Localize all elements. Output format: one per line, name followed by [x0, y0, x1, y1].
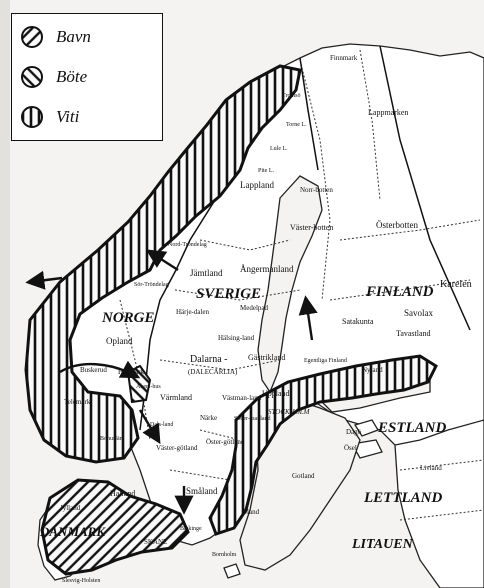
label-ostergotland: Öster-götland [206, 438, 245, 446]
label-harjedalen: Härje-dalen [176, 308, 210, 316]
label-nyland: Nyland [362, 366, 383, 374]
label-tavastland: Tavastland [396, 329, 431, 338]
arrow-vastergotland [138, 409, 161, 445]
label-narke: Närke [200, 414, 217, 422]
viti-region-norway [24, 64, 302, 464]
arrow-buskerud [59, 360, 141, 379]
label-vastergotland: Väster-götland [156, 444, 198, 452]
label-jamtland: Jämtland [190, 268, 223, 278]
label-lulel: Lule L. [270, 146, 288, 152]
label-jylland: Jylland [60, 504, 81, 512]
label-sverige: SVERIGE [196, 286, 261, 302]
label-opland: Opland [106, 336, 133, 346]
viti-region-baltic [208, 354, 438, 536]
label-halland: Halland [110, 489, 135, 498]
land-dago [353, 419, 379, 437]
label-finnmark: Finnmark [330, 54, 358, 62]
legend-label-bavn: Bavn [56, 27, 91, 46]
background-page-text [0, 0, 10, 588]
label-osel: Ösel [344, 444, 357, 452]
label-sor-trondelag: Sör-Tröndelag [134, 282, 169, 288]
label-lettland: LETTLAND [363, 490, 442, 506]
label-dalsland: Dals-land [150, 422, 173, 428]
label-dalecarlia: (DALECARLIA) [188, 368, 238, 376]
region-labels: Finnmark Lappmarken Tromsö Torne L. Lule… [60, 54, 442, 584]
label-medelpad: Medelpad [240, 304, 268, 312]
spread-arrows [25, 249, 318, 515]
label-osterbotten: Österbotten [376, 220, 418, 230]
label-dalarna: Dalarna - [190, 354, 227, 365]
label-estland: ESTLAND [377, 420, 447, 436]
label-finland: FINLAND [365, 284, 434, 300]
arrow-finland [298, 295, 318, 341]
country-labels: NORGE SVERIGE FINLAND ESTLAND LETTLAND L… [39, 279, 472, 552]
label-tornea: Torne L. [286, 122, 307, 128]
land-baltics [394, 419, 484, 588]
label-sodermanland: Söder-manland [234, 416, 271, 422]
legend-item-bote: Böte [20, 64, 87, 90]
label-litauen: LITAUEN [351, 537, 414, 552]
label-pitel: Pite L. [258, 168, 274, 174]
bavn-region-denmark [40, 478, 190, 576]
bavn-swatch-icon [21, 26, 43, 48]
label-nord-trondelag: Nord-Tröndelag [168, 242, 207, 248]
label-akershus: Akers-hus [136, 384, 161, 390]
label-blekinge: Blekinge [180, 526, 202, 532]
label-tromso: Tromsö [282, 93, 300, 99]
label-lappland: Lappland [240, 180, 274, 190]
label-vasterbotten: Väster-botten [290, 223, 333, 232]
label-satakunta: Satakunta [342, 317, 374, 326]
legend-item-bavn: Bavn [20, 24, 91, 50]
label-egentliga-finland: Egentliga Finland [304, 358, 347, 364]
label-savolax: Savolax [404, 308, 433, 318]
label-lappmarken: Lappmarken [368, 108, 408, 117]
label-dago: Dagö [346, 428, 362, 436]
legend-label-bote: Böte [56, 67, 88, 86]
arrow-jamtland [145, 249, 179, 272]
label-vastmanland: Västman-land [222, 394, 262, 402]
label-norrbotten: Norr-botten [300, 186, 333, 194]
bote-swatch-icon [21, 66, 43, 88]
label-hedmark: Hedmark [118, 368, 145, 376]
label-telemark: Telemark [64, 398, 91, 406]
legend-label-viti: Viti [56, 107, 80, 126]
legend-item-viti: Viti [20, 104, 79, 130]
label-gastrikland: Gästrikland [248, 353, 285, 362]
label-bohuslan: Bohuslän [100, 436, 123, 442]
label-angermanland: Ångermanland [240, 264, 294, 274]
label-karelen: Karelen [440, 279, 472, 290]
label-smaland: Småland [186, 486, 218, 496]
map-legend: Bavn Böte Viti [11, 13, 163, 141]
label-varmland: Värmland [160, 393, 192, 402]
viti-swatch-icon [21, 106, 43, 128]
label-halsingland: Hälsing-land [218, 334, 255, 342]
label-livland: Livland [420, 464, 442, 472]
land-osel [350, 439, 383, 459]
arrow-west [25, 270, 63, 290]
land-bornholm [223, 563, 241, 579]
label-skane: SKANE [144, 538, 167, 546]
label-buskerud: Buskerud [80, 366, 107, 374]
sea-bothnia [257, 175, 323, 394]
label-gotland: Gotland [292, 472, 315, 480]
label-uppland: Uppland [262, 389, 290, 398]
label-norge: NORGE [101, 310, 155, 326]
label-stockholm: STOCKHOLM [268, 408, 311, 416]
label-oland: Öland [242, 508, 260, 516]
label-danmark: DANMARK [39, 524, 106, 539]
label-bornholm: Bornholm [212, 552, 237, 558]
label-slesvig: Slesvig-Holsten [62, 578, 100, 584]
